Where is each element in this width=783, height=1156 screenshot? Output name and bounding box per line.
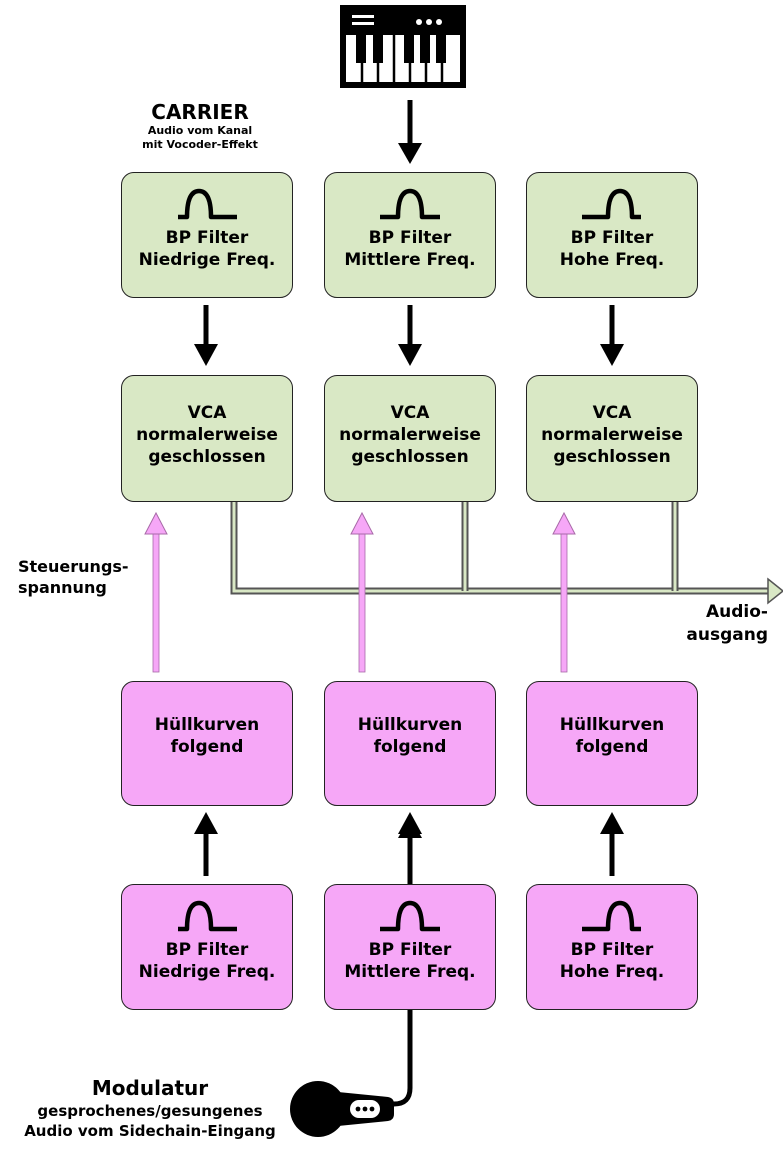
modulator-filter-high-sub: Hohe Freq. [559, 962, 665, 982]
carrier-filter-mid-title: BP Filter [368, 228, 452, 248]
modulator-line-2: Audio vom Sidechain-Eingang [24, 1122, 276, 1140]
carrier-filter-mid-sub: Mittlere Freq. [344, 250, 476, 270]
microphone-icon [288, 1077, 398, 1141]
carrier-filter-low-title: BP Filter [165, 228, 249, 248]
vca-high: VCA normalerweise geschlossen [526, 375, 698, 502]
keyboard-icon [340, 5, 466, 88]
modulator-filter-mid: BP Filter Mittlere Freq. [324, 884, 496, 1010]
vca-low-line-2: geschlossen [148, 447, 266, 467]
envelope-high-line-2: folgend [575, 737, 649, 757]
carrier-filter-mid: BP Filter Mittlere Freq. [324, 172, 496, 298]
vca-low: VCA normalerweise geschlossen [121, 375, 293, 502]
vca-low-line-1: normalerweise [136, 425, 278, 445]
modulator-label: Modulatur gesprochenes/gesungenes Audio … [0, 1076, 300, 1141]
carrier-line-2: mit Vocoder-Effekt [142, 138, 258, 151]
carrier-filter-high: BP Filter Hohe Freq. [526, 172, 698, 298]
audio-output-line-1: Audio- [706, 602, 768, 622]
modulator-filter-high: BP Filter Hohe Freq. [526, 884, 698, 1010]
carrier-title: CARRIER [151, 100, 249, 124]
envelope-follower-high: Hüllkurven folgend [526, 681, 698, 806]
envelope-low-line-1: Hüllkurven [154, 715, 260, 735]
keyboard-arrow [398, 100, 422, 164]
vca-high-title: VCA [592, 403, 632, 423]
envelope-follower-mid: Hüllkurven folgend [324, 681, 496, 806]
control-voltage-label: Steuerungs- spannung [18, 556, 148, 598]
carrier-filter-low: BP Filter Niedrige Freq. [121, 172, 293, 298]
carrier-filter-high-title: BP Filter [570, 228, 654, 248]
vca-mid-line-2: geschlossen [351, 447, 469, 467]
envelope-follower-low: Hüllkurven folgend [121, 681, 293, 806]
control-voltage-line-2: spannung [18, 578, 107, 597]
envelope-low-line-2: folgend [170, 737, 244, 757]
modulator-filter-low: BP Filter Niedrige Freq. [121, 884, 293, 1010]
bandpass-curve-icon [178, 900, 237, 932]
vca-high-line-1: normalerweise [541, 425, 683, 445]
envelope-mid-line-2: folgend [373, 737, 447, 757]
carrier-filter-high-sub: Hohe Freq. [559, 250, 665, 270]
modulator-filter-low-sub: Niedrige Freq. [138, 962, 276, 982]
control-voltage-line-1: Steuerungs- [18, 557, 129, 576]
vca-low-title: VCA [187, 403, 227, 423]
audio-output-line-2: ausgang [686, 625, 768, 645]
vca-mid-title: VCA [390, 403, 430, 423]
modulator-line-1: gesprochenes/gesungenes [37, 1102, 263, 1120]
vca-high-line-2: geschlossen [553, 447, 671, 467]
microphone-cable [390, 817, 422, 1107]
vca-mid: VCA normalerweise geschlossen [324, 375, 496, 502]
bandpass-curve-icon [178, 188, 237, 220]
envelope-mid-line-1: Hüllkurven [357, 715, 463, 735]
bandpass-curve-icon [582, 900, 641, 932]
envelope-high-line-1: Hüllkurven [559, 715, 665, 735]
audio-output-label: Audio- ausgang [672, 601, 768, 647]
carrier-filter-low-sub: Niedrige Freq. [138, 250, 276, 270]
audio-output-bus [230, 502, 783, 605]
modulator-filter-mid-title: BP Filter [368, 940, 452, 960]
modulator-title: Modulatur [91, 1076, 209, 1100]
carrier-line-1: Audio vom Kanal [147, 124, 253, 137]
modulator-filter-low-title: BP Filter [165, 940, 249, 960]
filter-to-vca-arrows [194, 305, 624, 366]
vca-mid-line-1: normalerweise [339, 425, 481, 445]
modulator-filter-high-title: BP Filter [570, 940, 654, 960]
bandpass-curve-icon [380, 900, 440, 932]
control-voltage-arrows [144, 511, 576, 673]
bandpass-curve-icon [582, 188, 641, 220]
bandpass-curve-icon [380, 188, 440, 220]
modulator-filter-mid-sub: Mittlere Freq. [344, 962, 476, 982]
carrier-label: CARRIER Audio vom Kanal mit Vocoder-Effe… [110, 100, 290, 152]
